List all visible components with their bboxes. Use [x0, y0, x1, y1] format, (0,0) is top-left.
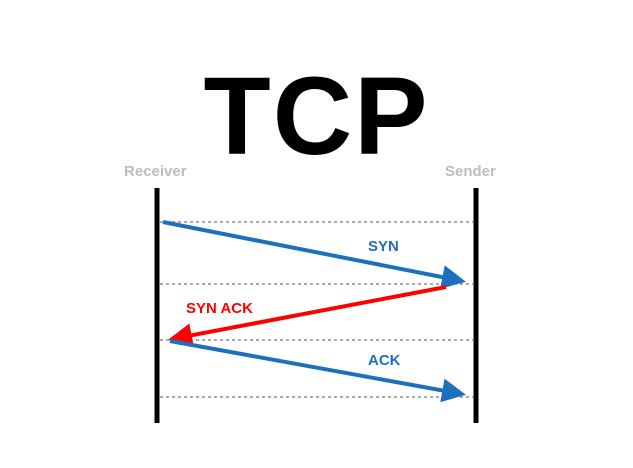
ack-arrow — [169, 339, 466, 403]
receiver-label: Receiver — [124, 163, 187, 180]
synack-label: SYN ACK — [186, 300, 253, 317]
ack-label: ACK — [368, 352, 401, 369]
synack-arrow — [168, 285, 447, 348]
diagram-title: TCP — [203, 55, 430, 178]
syn-label: SYN — [368, 238, 399, 255]
sender-label: Sender — [445, 163, 496, 180]
syn-arrow — [162, 220, 466, 289]
